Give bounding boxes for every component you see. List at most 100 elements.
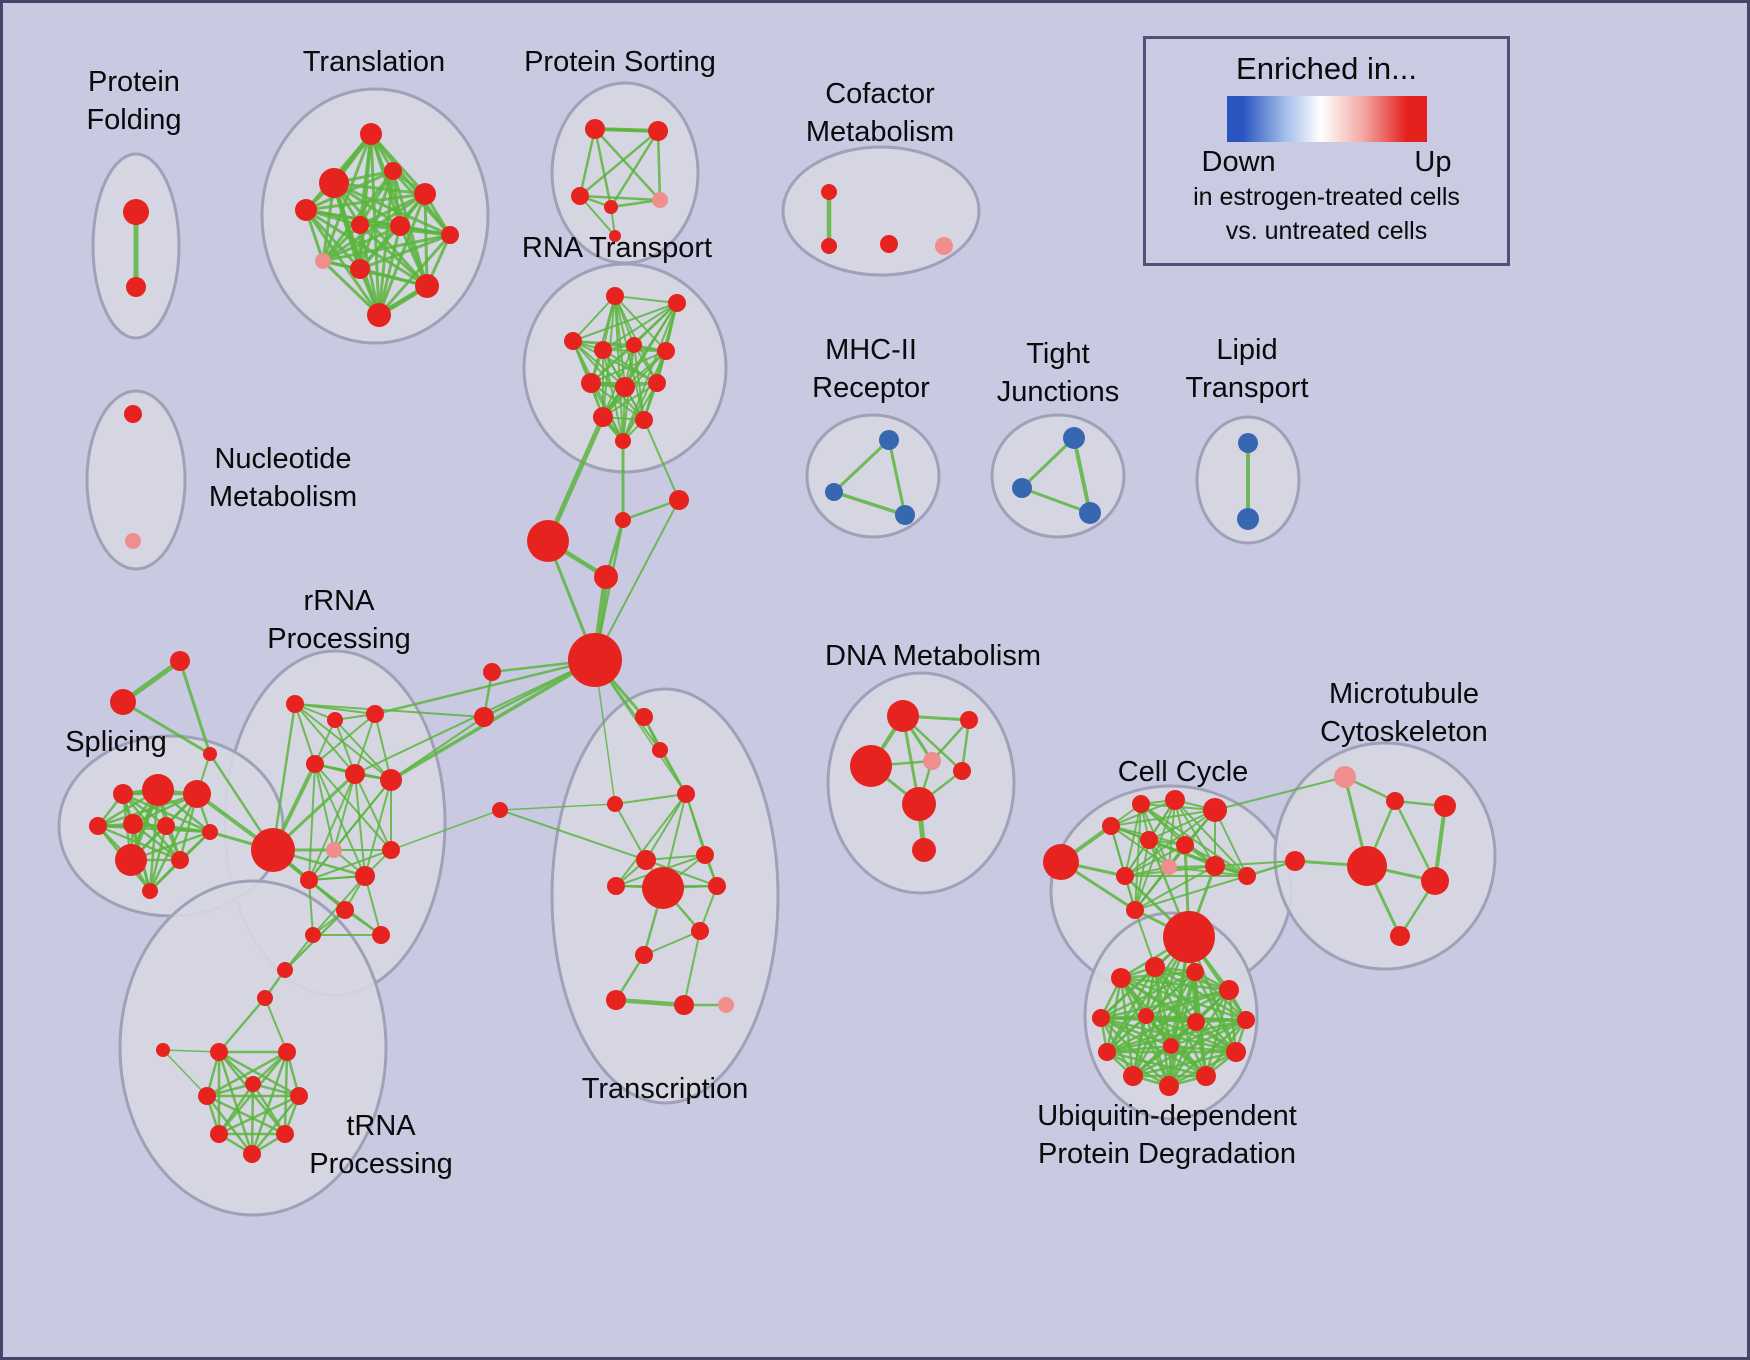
network-node — [336, 901, 354, 919]
network-edge — [499, 809, 647, 861]
network-node — [1219, 980, 1239, 1000]
network-node — [657, 342, 675, 360]
network-edge — [217, 1082, 255, 1136]
network-node — [960, 711, 978, 729]
network-edge — [590, 350, 667, 384]
network-node — [319, 168, 349, 198]
network-node — [1132, 795, 1150, 813]
cluster-nucleotide-metabolism-ellipse — [85, 389, 187, 571]
cluster-nucleotide-metabolism-label: Metabolism — [209, 481, 357, 513]
network-node — [1043, 844, 1079, 880]
network-node — [1187, 1013, 1205, 1031]
network-node — [594, 341, 612, 359]
network-edge — [1072, 436, 1092, 515]
cluster-microtubule-cytoskeleton-label: Microtubule — [1329, 678, 1479, 710]
network-node — [366, 705, 384, 723]
cluster-mhc-ii-receptor-label: MHC-II — [825, 334, 917, 366]
network-edge — [609, 129, 660, 209]
network-edge — [354, 773, 392, 851]
network-node — [1285, 851, 1305, 871]
cluster-transcription-label: Transcription — [582, 1073, 749, 1105]
network-edge — [602, 302, 678, 351]
network-edge — [1099, 965, 1157, 1020]
network-node — [286, 695, 304, 713]
network-node — [315, 253, 331, 269]
network-edge — [615, 793, 687, 887]
network-edge — [622, 350, 667, 442]
network-node — [1163, 911, 1215, 963]
network-node — [615, 512, 631, 528]
network-edge — [1099, 1016, 1135, 1078]
network-node — [568, 633, 622, 687]
network-edge — [358, 192, 427, 227]
cluster-protein-folding-label: Protein — [88, 66, 180, 98]
network-node — [492, 802, 508, 818]
network-node — [124, 405, 142, 423]
network-node — [372, 926, 390, 944]
network-node — [718, 997, 734, 1013]
network-edge — [162, 1049, 208, 1097]
network-node — [677, 785, 695, 803]
network-edge — [1214, 776, 1346, 811]
network-node — [1334, 766, 1356, 788]
cluster-cofactor-metabolism-label: Metabolism — [806, 116, 954, 148]
network-edge — [614, 295, 667, 352]
cluster-splicing-label: Splicing — [65, 726, 167, 758]
network-node — [606, 990, 626, 1010]
network-node — [604, 200, 618, 214]
network-node — [367, 303, 391, 327]
network-node — [171, 851, 189, 869]
network-node — [326, 842, 342, 858]
network-edge — [1169, 1018, 1248, 1048]
network-node — [652, 192, 668, 208]
network-edge — [217, 996, 267, 1054]
network-edge — [1169, 1044, 1238, 1054]
cluster-nucleotide-metabolism-label: Nucleotide — [214, 443, 351, 475]
network-edge — [148, 824, 168, 893]
network-node — [1012, 478, 1032, 498]
network-node — [821, 238, 837, 254]
cluster-lipid-transport-label: Lipid — [1216, 334, 1277, 366]
legend-down-label: Down — [1201, 146, 1276, 178]
network-edge — [321, 233, 452, 263]
network-node — [126, 277, 146, 297]
network-edge — [1020, 486, 1092, 515]
network-edge — [314, 763, 366, 877]
network-node — [635, 411, 653, 429]
network-edge — [304, 192, 427, 212]
network-edge — [614, 295, 624, 442]
network-node — [821, 184, 837, 200]
legend-subtitle-line1: in estrogen-treated cells — [1193, 183, 1460, 211]
network-edge — [572, 302, 678, 342]
network-node — [1186, 963, 1204, 981]
network-node — [360, 123, 382, 145]
network-node — [708, 877, 726, 895]
network-node — [483, 663, 501, 681]
network-node — [850, 745, 892, 787]
network-edge — [321, 224, 402, 263]
cluster-dna-metabolism-label: DNA Metabolism — [825, 640, 1041, 672]
network-edge — [593, 127, 662, 202]
network-node — [277, 962, 293, 978]
network-node — [585, 119, 605, 139]
network-edge — [304, 208, 381, 317]
network-node — [123, 199, 149, 225]
network-edge — [572, 340, 645, 421]
network-node — [593, 407, 613, 427]
network-node — [607, 877, 625, 895]
network-edge — [390, 809, 501, 851]
network-node — [1386, 792, 1404, 810]
network-edge — [121, 700, 212, 756]
network-node — [170, 651, 190, 671]
network-edge — [1099, 1016, 1173, 1048]
cluster-rrna-processing-label: Processing — [267, 623, 410, 655]
network-node — [1116, 867, 1134, 885]
network-node — [564, 332, 582, 350]
legend-gradient-bar — [1226, 96, 1427, 142]
network-node — [355, 866, 375, 886]
network-edge — [1110, 825, 1170, 868]
network-edge — [314, 763, 392, 851]
network-node — [243, 1145, 261, 1163]
network-edge — [1099, 970, 1197, 1020]
network-node — [203, 747, 217, 761]
